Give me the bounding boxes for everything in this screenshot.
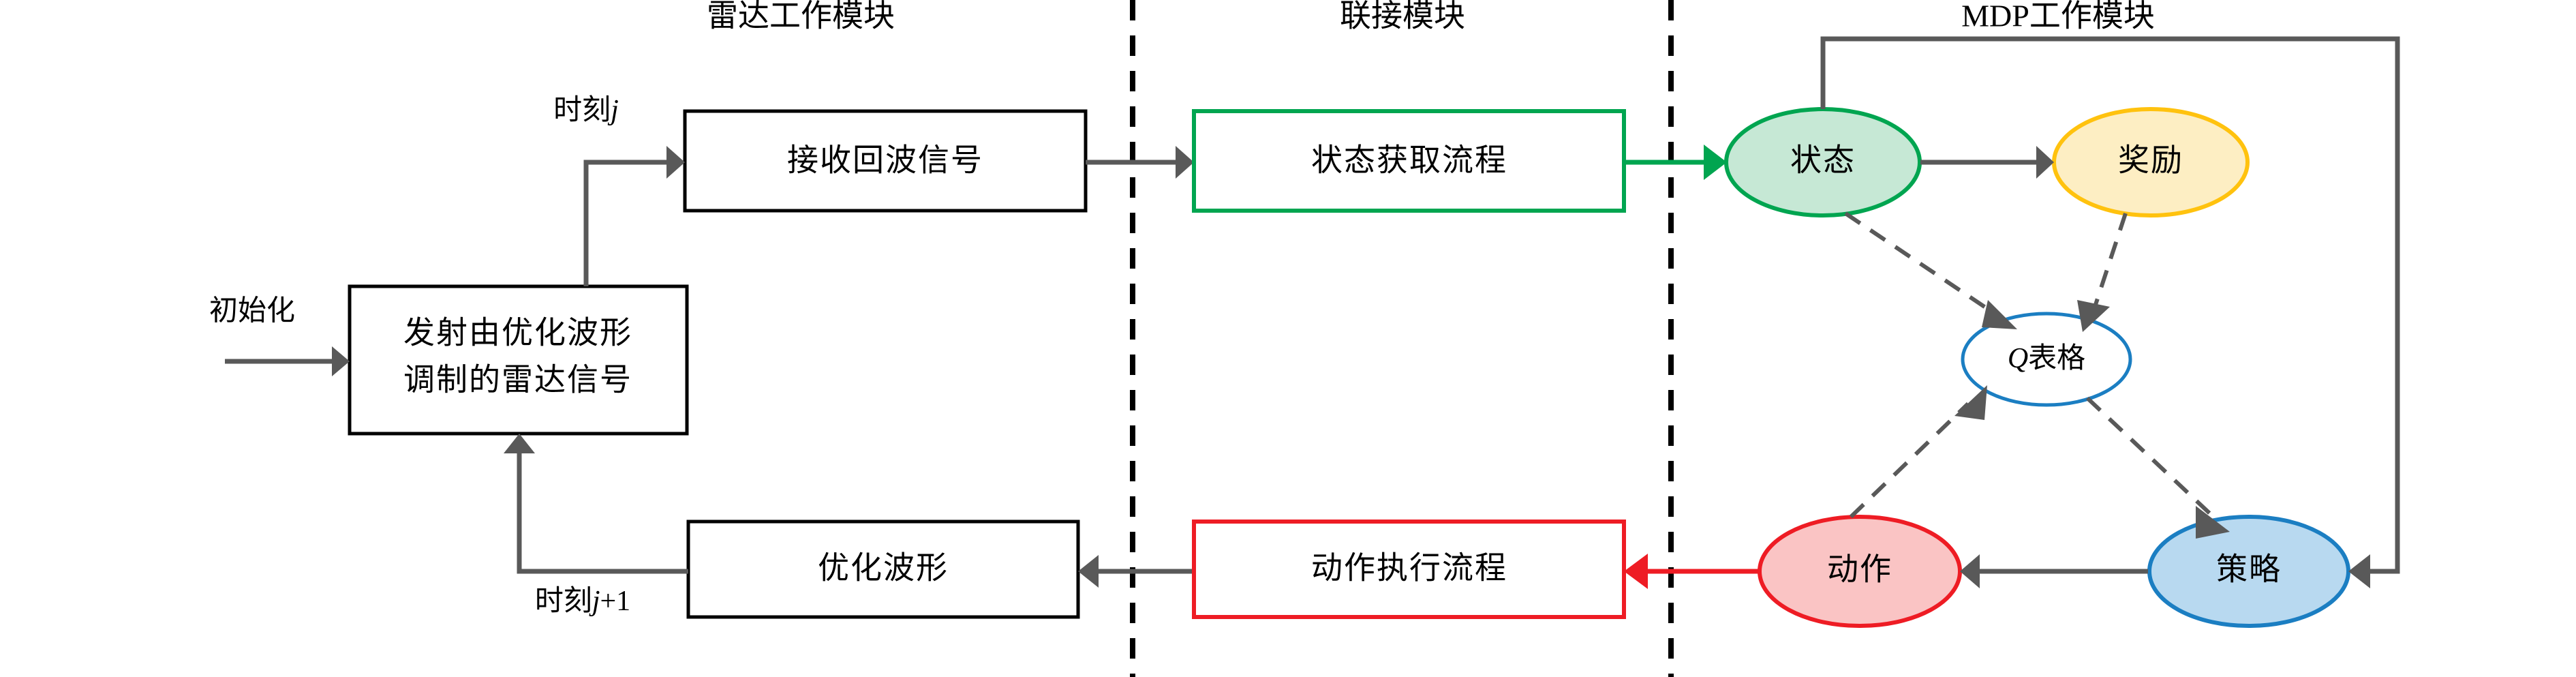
arrowhead-policy-feedback — [2348, 554, 2370, 588]
edge-reward-to-qtable — [2090, 213, 2128, 316]
ellipse-state-label: 状态 — [1790, 143, 1856, 178]
arrowhead-waveform — [1078, 555, 1099, 588]
ellipse-reward-label: 奖励 — [2118, 143, 2183, 178]
q-table-text: 表格 — [2028, 343, 2085, 374]
edge-feedback-loop — [1820, 36, 2400, 574]
arrowhead-policy-from-qtable — [2196, 506, 2230, 539]
arrowhead-qtable-from-action — [1954, 385, 1987, 420]
edge-action-to-qtable — [1849, 402, 1970, 519]
ellipse-q-table-label: Q表格 — [2008, 343, 2085, 374]
label-time-j1-prefix: 时刻 — [535, 586, 592, 617]
label-time-j1-suffix: +1 — [600, 586, 631, 617]
arrowhead-qtable-from-state — [1982, 300, 2017, 329]
label-time-j1-symbol: j — [589, 586, 600, 617]
arrowhead-receive-echo — [666, 146, 685, 179]
arrowhead-state-ellipse — [1704, 145, 1727, 180]
edge-waveform-to-transmit — [517, 453, 688, 574]
module-title-link: 联接模块 — [1340, 0, 1465, 33]
arrowhead-action-from-policy — [1960, 554, 1980, 588]
q-symbol: Q — [2008, 343, 2028, 374]
arrowhead-state-acq — [1176, 146, 1194, 179]
label-time-j-prefix: 时刻 — [553, 95, 611, 126]
box-transmit-signal-label-line1: 发射由优化波形 — [403, 316, 632, 350]
box-state-acquisition[interactable] — [1192, 109, 1626, 213]
arrowhead-action-exec — [1624, 554, 1648, 589]
edge-state-to-qtable — [1844, 211, 1998, 317]
module-title-mdp: MDP工作模块 — [1961, 0, 2155, 33]
ellipse-q-table[interactable] — [1961, 312, 2132, 407]
box-optimized-waveform-label: 优化波形 — [818, 551, 949, 586]
arrowhead-reward — [2036, 146, 2054, 179]
label-time-j: 时刻j — [553, 95, 619, 126]
box-action-execution-label: 动作执行流程 — [1311, 551, 1507, 586]
label-initialize: 初始化 — [209, 296, 295, 327]
arrowhead-transmit-bottom — [504, 434, 535, 453]
box-optimized-waveform[interactable] — [686, 520, 1080, 619]
label-time-j-symbol: j — [607, 95, 619, 126]
box-receive-echo-label: 接收回波信号 — [787, 143, 983, 178]
edge-transmit-to-receive — [583, 160, 666, 286]
box-action-execution[interactable] — [1192, 520, 1626, 619]
edge-qtable-to-policy — [2085, 396, 2217, 520]
box-state-acquisition-label: 状态获取流程 — [1311, 143, 1507, 178]
box-transmit-signal[interactable] — [348, 284, 689, 436]
label-time-j-plus-1: 时刻j+1 — [535, 586, 630, 617]
box-transmit-signal-label-line2: 调制的雷达信号 — [403, 363, 632, 397]
arrowhead-qtable-from-reward — [2077, 300, 2110, 332]
ellipse-policy-label: 策略 — [2216, 552, 2282, 587]
box-receive-echo[interactable] — [683, 109, 1088, 213]
module-title-radar: 雷达工作模块 — [707, 0, 895, 33]
ellipse-action-label: 动作 — [1827, 552, 1892, 587]
arrowhead-initialize — [332, 346, 350, 376]
